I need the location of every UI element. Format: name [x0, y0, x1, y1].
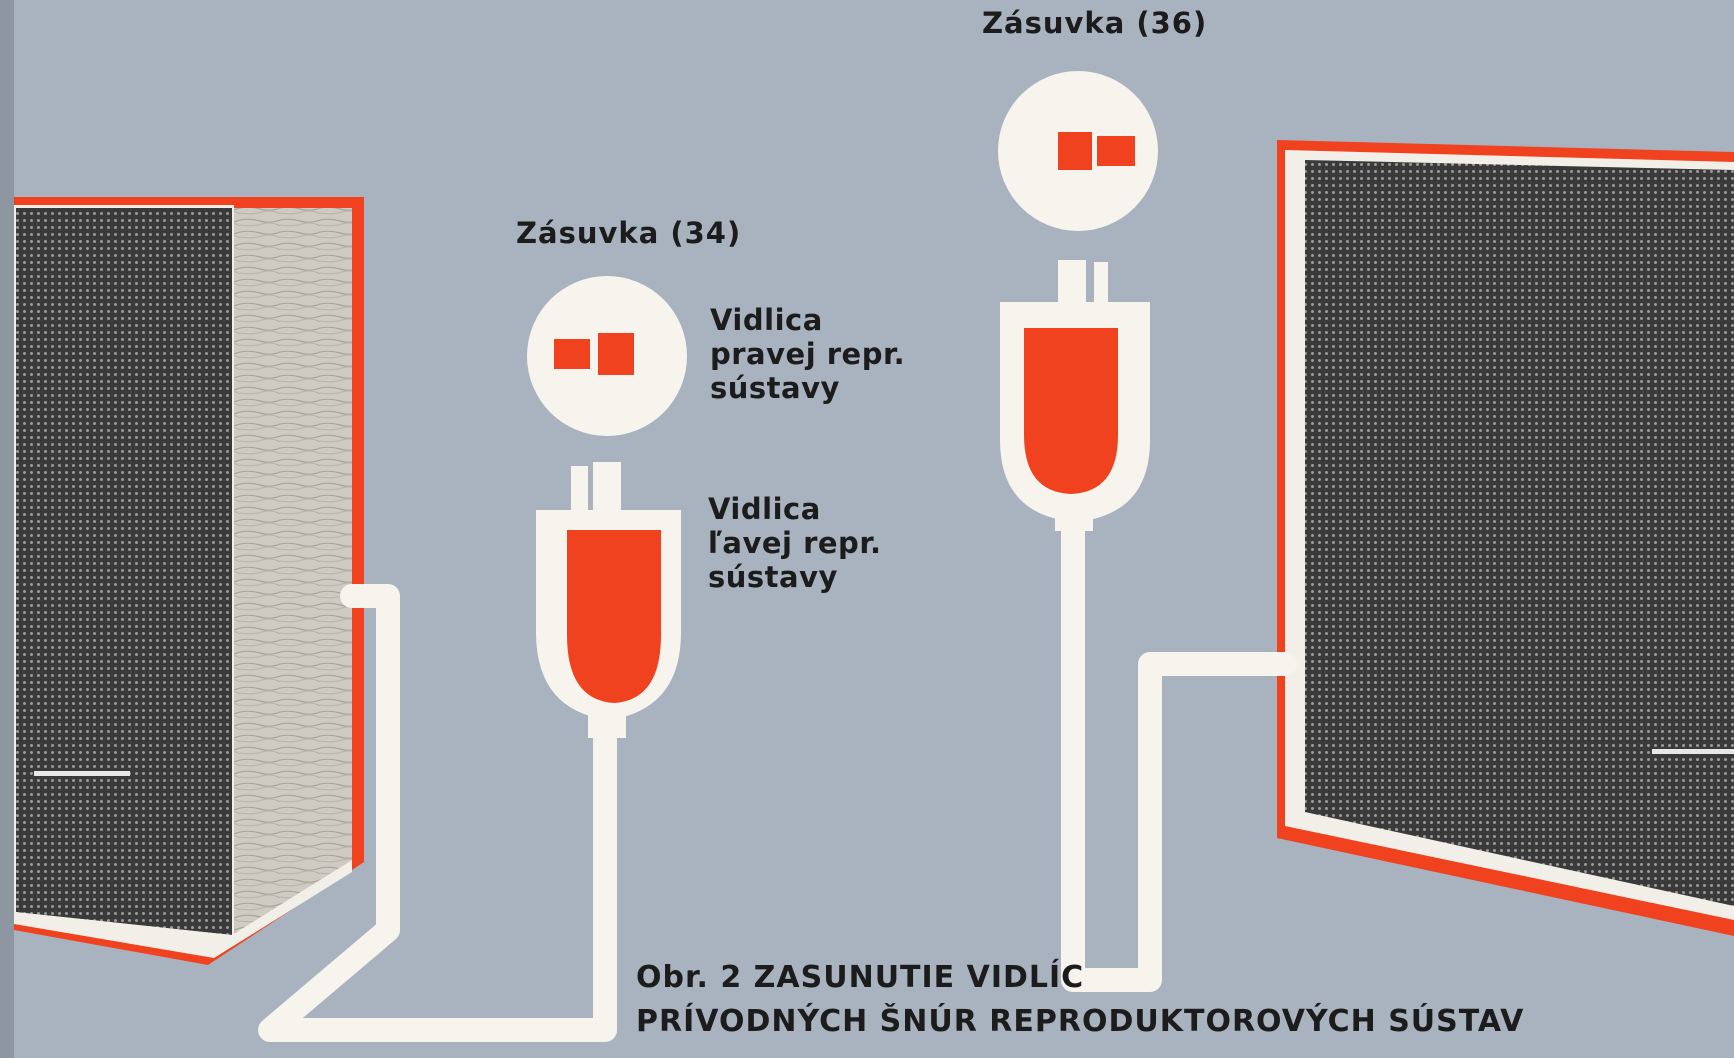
figure-caption: Obr. 2 ZASUNUTIE VIDLÍC PRÍVODNÝCH ŠNÚR … — [636, 956, 1524, 1044]
left-plug-label-line-2: ľavej repr. — [708, 526, 882, 560]
socket-34 — [527, 276, 687, 436]
right-plug-strain-relief — [1055, 505, 1093, 531]
left-plug-label-line-3: sústavy — [708, 560, 882, 594]
socket-34-pin-left — [554, 339, 590, 369]
socket-36-pin-left — [1058, 132, 1092, 170]
right-speaker — [1277, 140, 1734, 936]
left-plug-red-insert — [567, 530, 661, 703]
left-speaker-grille — [16, 208, 232, 935]
caption-line-1: Obr. 2 ZASUNUTIE VIDLÍC — [636, 956, 1524, 1000]
left-edge-shadow — [0, 0, 14, 1058]
right-plug-label-line-3: sústavy — [710, 371, 905, 405]
socket-36-label: Zásuvka (36) — [982, 6, 1207, 40]
right-plug-label-line-1: Vidlica — [710, 303, 905, 337]
left-plug-label-line-1: Vidlica — [708, 492, 882, 526]
caption-line-2: PRÍVODNÝCH ŠNÚR REPRODUKTOROVÝCH SÚSTAV — [636, 1000, 1524, 1044]
left-plug-prong-1 — [571, 466, 588, 514]
right-speaker-grille — [1305, 160, 1734, 906]
right-plug-prong-1 — [1058, 260, 1086, 308]
left-speaker-brand-badge — [34, 771, 130, 776]
left-plug-strain-relief — [588, 712, 626, 738]
left-plug-prong-2 — [593, 462, 621, 514]
socket-36 — [998, 71, 1158, 231]
socket-36-pin-right — [1097, 136, 1135, 166]
socket-34-pin-right — [598, 333, 634, 375]
right-speaker-brand-badge — [1652, 749, 1734, 754]
left-speaker — [14, 197, 364, 965]
left-speaker-plug-label: Vidlica ľavej repr. sústavy — [708, 492, 882, 594]
left-speaker-side-panel — [234, 208, 352, 935]
right-plug-prong-2 — [1094, 262, 1108, 308]
right-plug-label-line-2: pravej repr. — [710, 337, 905, 371]
right-plug-red-insert — [1024, 328, 1118, 494]
right-speaker-plug-label: Vidlica pravej repr. sústavy — [710, 303, 905, 405]
socket-34-label: Zásuvka (34) — [516, 216, 741, 250]
